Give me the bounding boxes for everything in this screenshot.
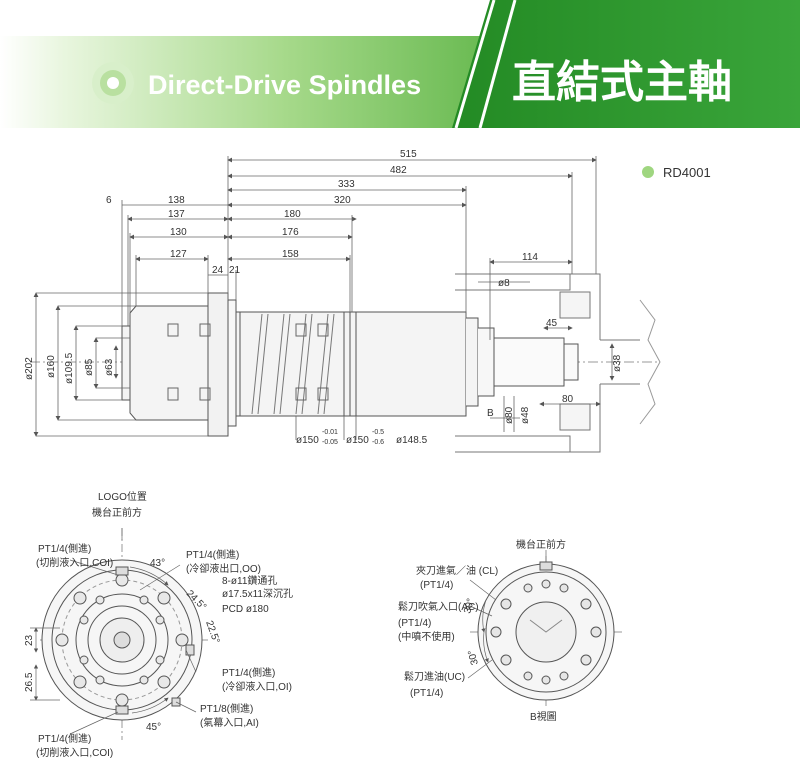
dim-63: ø63 [104,358,115,376]
cutting-inlet-label-1: (切削液入口,COI) [36,556,113,569]
front-view-labels: LOGO位置 機台正前方 PT1/4(側進) (切削液入口,COI) PT1/4… [24,490,293,759]
dim-150a-tol-up: -0.01 [322,429,338,436]
pcd-label: PCD ø180 [222,604,269,615]
dim-8: ø8 [498,278,510,289]
dim-176: 176 [282,227,299,238]
release-label: 鬆刀吹氣入口(AC) [398,600,479,613]
technical-drawing: RD4001 [24,149,711,759]
dim-150b: ø150 [346,435,369,446]
angle-45-label: 45° [146,722,161,733]
pt-side-label-4: PT1/4(側進) [38,732,91,745]
holes-label: 8-ø11鑽通孔 [222,574,277,587]
machine-front-label: 機台正前方 [92,506,142,519]
dimension-lines-left [33,292,357,440]
angle-22-5-label: 22.5° [203,619,221,645]
label-b: B [487,408,494,419]
flange [207,292,229,437]
dim-85: ø85 [84,358,95,376]
release-pt-label: (PT1/4) [398,618,431,629]
dim-26-5-label: 26.5 [24,672,35,692]
dim-515: 515 [400,149,417,160]
model-label: RD4001 [663,165,711,180]
dim-482: 482 [390,165,407,176]
dim-21: 21 [229,265,241,276]
pt-side-label-2: PT1/4(側進) [186,548,239,561]
b-machine-front-label: 機台正前方 [516,538,566,551]
dim-180: 180 [284,209,301,220]
coolant-inlet-label: (冷卻液入口,OI) [222,680,292,693]
title-zh: 直結式主軸 [512,57,732,108]
dim-80-dia: ø80 [504,406,515,424]
dim-160: ø160 [46,355,57,378]
b-view-holes [490,579,602,685]
dim-114: 114 [522,252,538,263]
rear-housing [129,305,209,421]
dim-202: ø202 [24,357,35,380]
title-en: Direct-Drive Spindles [148,70,421,100]
coolant-outlet-label: (冷卻液出口,OO) [186,562,261,575]
dim-80: 80 [562,394,574,405]
dim-137: 137 [168,209,185,220]
pt-18-label: PT1/8(側進) [200,702,253,715]
cooling-helix [251,313,335,415]
cutting-inlet-label-2: (切削液入口,COI) [36,746,113,759]
header-banner: Direct-Drive Spindles 直結式主軸 [0,0,800,128]
pt-side-label-3: PT1/4(側進) [222,666,275,679]
angle-30b-label: 30° [466,649,481,666]
model-bullet-icon [642,166,654,178]
spindle-side-view [30,156,661,453]
dim-320: 320 [334,195,351,206]
dim-48: ø48 [520,406,531,424]
rear-cap [121,325,131,401]
bolt-marks [167,323,329,401]
banner-graphic: Direct-Drive Spindles 直結式主軸 [0,0,800,128]
counterbore-label: ø17.5x11深沉孔 [222,587,293,600]
front-leaders [30,528,197,735]
model-tag: RD4001 [642,165,711,180]
release-note-label: (中噴不使用) [398,630,455,643]
clamp-label: 夾刀進氣／油 (CL) [416,564,498,577]
b-view-caption: B視圖 [530,710,557,723]
dim-150b-tol-dn: -0.6 [372,439,384,446]
dim-23-label: 23 [24,634,35,646]
bullet-icon [92,62,134,104]
logo-position-label: LOGO位置 [98,490,147,503]
dim-130: 130 [170,227,187,238]
dim-138: 138 [168,195,185,206]
b-view-labels: 機台正前方 夾刀進氣／油 (CL) (PT1/4) 鬆刀吹氣入口(AC) (PT… [398,538,566,723]
dimension-labels: 515 482 333 6 138 320 137 180 130 176 12… [24,149,623,446]
unclamp-pt-label: (PT1/4) [410,688,443,699]
pt-side-label-1: PT1/4(側進) [38,542,91,555]
b-view-leaders [467,550,547,679]
flange-step [227,299,237,427]
front-view [30,528,210,740]
clamp-pt-label: (PT1/4) [420,580,453,591]
dim-45: 45 [546,318,558,329]
dim-6: 6 [106,195,112,206]
angle-30a-label: 30° [462,597,477,614]
dim-148-5: ø148.5 [396,435,428,446]
dim-333: 333 [338,179,355,190]
spindle-nose [493,337,565,387]
b-view [467,550,624,706]
dimension-lines-top [121,156,615,432]
machine-frame [455,273,661,453]
main-body [235,311,467,417]
dim-150a: ø150 [296,435,319,446]
dim-150b-tol-up: -0.5 [372,429,384,436]
dim-109-5: ø109.5 [64,352,75,384]
dim-38: ø38 [612,354,623,372]
dim-127: 127 [170,249,187,260]
unclamp-label: 鬆刀進油(UC) [404,670,465,683]
dim-24: 24 [212,265,224,276]
dim-158: 158 [282,249,299,260]
bolt-holes [55,573,189,707]
angle-43-label: 43° [150,558,165,569]
dim-150a-tol-dn: -0.05 [322,439,338,446]
air-inlet-label: (氣幕入口,AI) [200,716,259,729]
